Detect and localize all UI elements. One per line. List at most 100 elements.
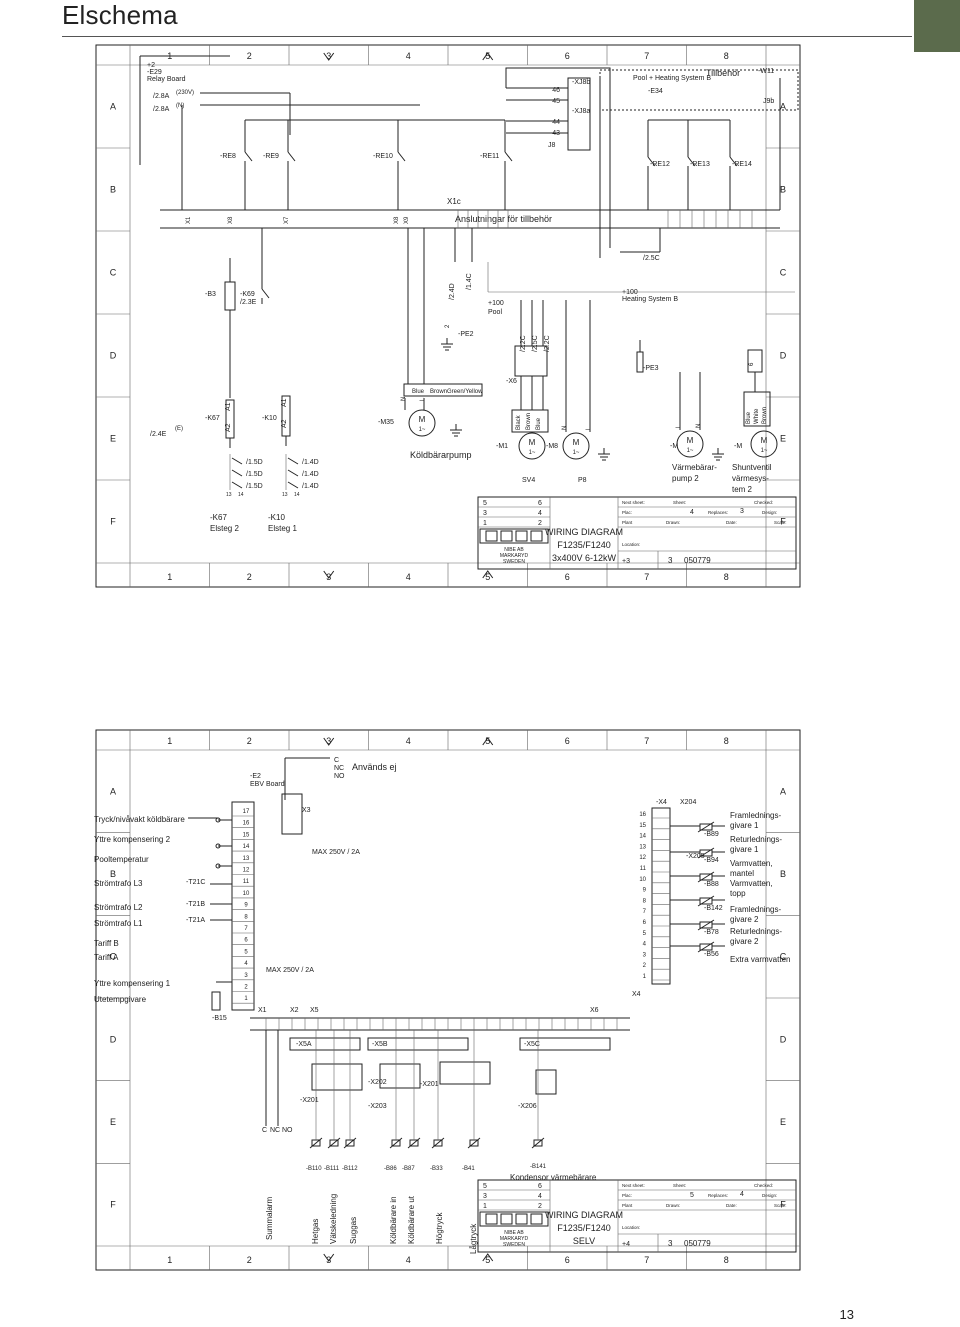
d2-column-label: 2 [247,1255,252,1265]
unit-label: P8 [578,477,587,484]
kondensor-label: Kondensor värmebärare [510,1173,597,1182]
unused-label: Används ej [352,762,397,772]
terminal-block [514,345,548,377]
motor-phase: 1~ [419,427,426,433]
d2-tb-field: Drawn: [666,1203,680,1208]
k67-contact [231,481,243,489]
xref: /2.3E [240,299,257,306]
d1-frame-marker [323,570,335,579]
xref: (230V) [176,90,194,96]
d2-tb-value: 5 [690,1192,694,1199]
relay-label: -RE9 [263,153,279,160]
relay-pin: C [262,1127,267,1134]
block-label: -X5C [524,1041,540,1048]
connector-label: -XJ8b [572,79,590,86]
d1-tb-field: Replaces: [708,510,728,515]
xref: /2.8A [153,93,170,100]
d1-tb-rev: 5 [483,500,487,507]
d1-tb-rev: 6 [538,500,542,507]
d2-company: MARKARYD [500,1236,529,1242]
hp2-label: pump 2 [672,474,699,483]
sensor--B142 [699,897,713,905]
d1-column-label: 8 [724,51,729,61]
terminal-number: 2 [244,985,248,991]
sensor--B94 [697,847,715,859]
d1-tb-value: 4 [690,509,694,516]
xref: /2.4D [449,283,456,300]
terminal-number: 6 [244,938,248,944]
d2-tb-field: Design: [762,1193,777,1198]
d2-row-label: D [110,1034,117,1044]
d1-column-label: 4 [406,572,411,582]
d1-row-label: F [110,517,116,527]
sensor--B88 [697,871,715,883]
brine-pump-symbol [408,409,436,437]
connector-label: -X202 [368,1079,387,1086]
xref: /2.4E [150,431,167,438]
d1-column-label: 5 [485,51,490,61]
terminal-number: 6 [643,920,647,926]
shunt-label: tem 2 [732,485,753,494]
d1-tb-field: Date: [726,520,737,525]
pin-label: L [420,397,426,401]
d1-row-label: B [780,185,786,195]
d1-tb-field: Scale: [774,520,787,525]
terminal-number: 8 [643,898,647,904]
component-label: -PE2 [458,331,474,338]
unit-id: +100 [488,300,504,307]
relay-label: -RE8 [220,153,236,160]
d2-tb-field: Plac: [622,1193,632,1198]
component-label: -M1 [496,443,508,450]
b15-sensor [211,991,221,1011]
relay-pin: NO [282,1127,293,1134]
wire-color: Brown [526,413,532,430]
unit-label: SV4 [522,477,535,484]
terminal-label: X8 [228,216,234,224]
d1-row-label: D [780,351,787,361]
d1-frame-marker [323,52,335,61]
xref: /1.5D [246,459,263,466]
xref: /1.4C [466,273,473,290]
d1-column-label: 6 [565,572,570,582]
wire-color: Brown [762,407,768,424]
elsteg-label: Elsteg 2 [210,524,239,533]
xref: /1.4D [302,483,319,490]
color-strip [511,409,549,433]
bottom-label-3: Suggas [349,1217,358,1244]
d1-column-label: 8 [724,572,729,582]
x5a-block [289,1037,361,1051]
d2-tb-field: Checked: [754,1183,773,1188]
terminal-number: 3 [244,973,248,979]
d1-row-label: A [110,102,116,112]
d2-row-label: A [780,786,786,796]
component-label: -M [670,443,678,450]
component-label: -K10 [262,415,277,422]
d1-row-label: F [780,517,786,527]
terminal-label: X7 [284,216,290,224]
elsteg-id: -K10 [268,513,285,522]
motor-phase: 1~ [687,448,694,454]
relay-contact [244,151,253,162]
motor-letter: M [529,438,536,447]
d2-nibe-logo-letter [485,1213,498,1225]
d1-column-label: 4 [406,51,411,61]
connector-label: -X205 [686,853,705,860]
d2-tb-value: +4 [622,1241,630,1248]
d2-drawing-title: WIRING DIAGRAM [545,1210,623,1220]
d1-column-label: 3 [326,572,331,582]
d1-tb-field: Next sheet: [622,500,645,505]
rating-label: MAX 250V / 2A [312,849,360,856]
page-title: Elschema [62,0,178,30]
sensor-label: -B33 [430,1166,443,1172]
motor-letter: M [687,436,694,445]
d2-column-label: 7 [644,736,649,746]
sensor--B111 [327,1137,341,1149]
xref: /2.5C [532,335,539,352]
hp2-motor-symbol [676,430,704,458]
sensor-name-10: Returlednings- [730,927,782,936]
d1-row-label: D [110,351,117,361]
connector-label: J9b [763,98,774,105]
cable-id: -W11 [758,68,774,75]
accessories-label: Anslutningar för tillbehör [455,214,552,224]
d2-column-label: 2 [247,736,252,746]
